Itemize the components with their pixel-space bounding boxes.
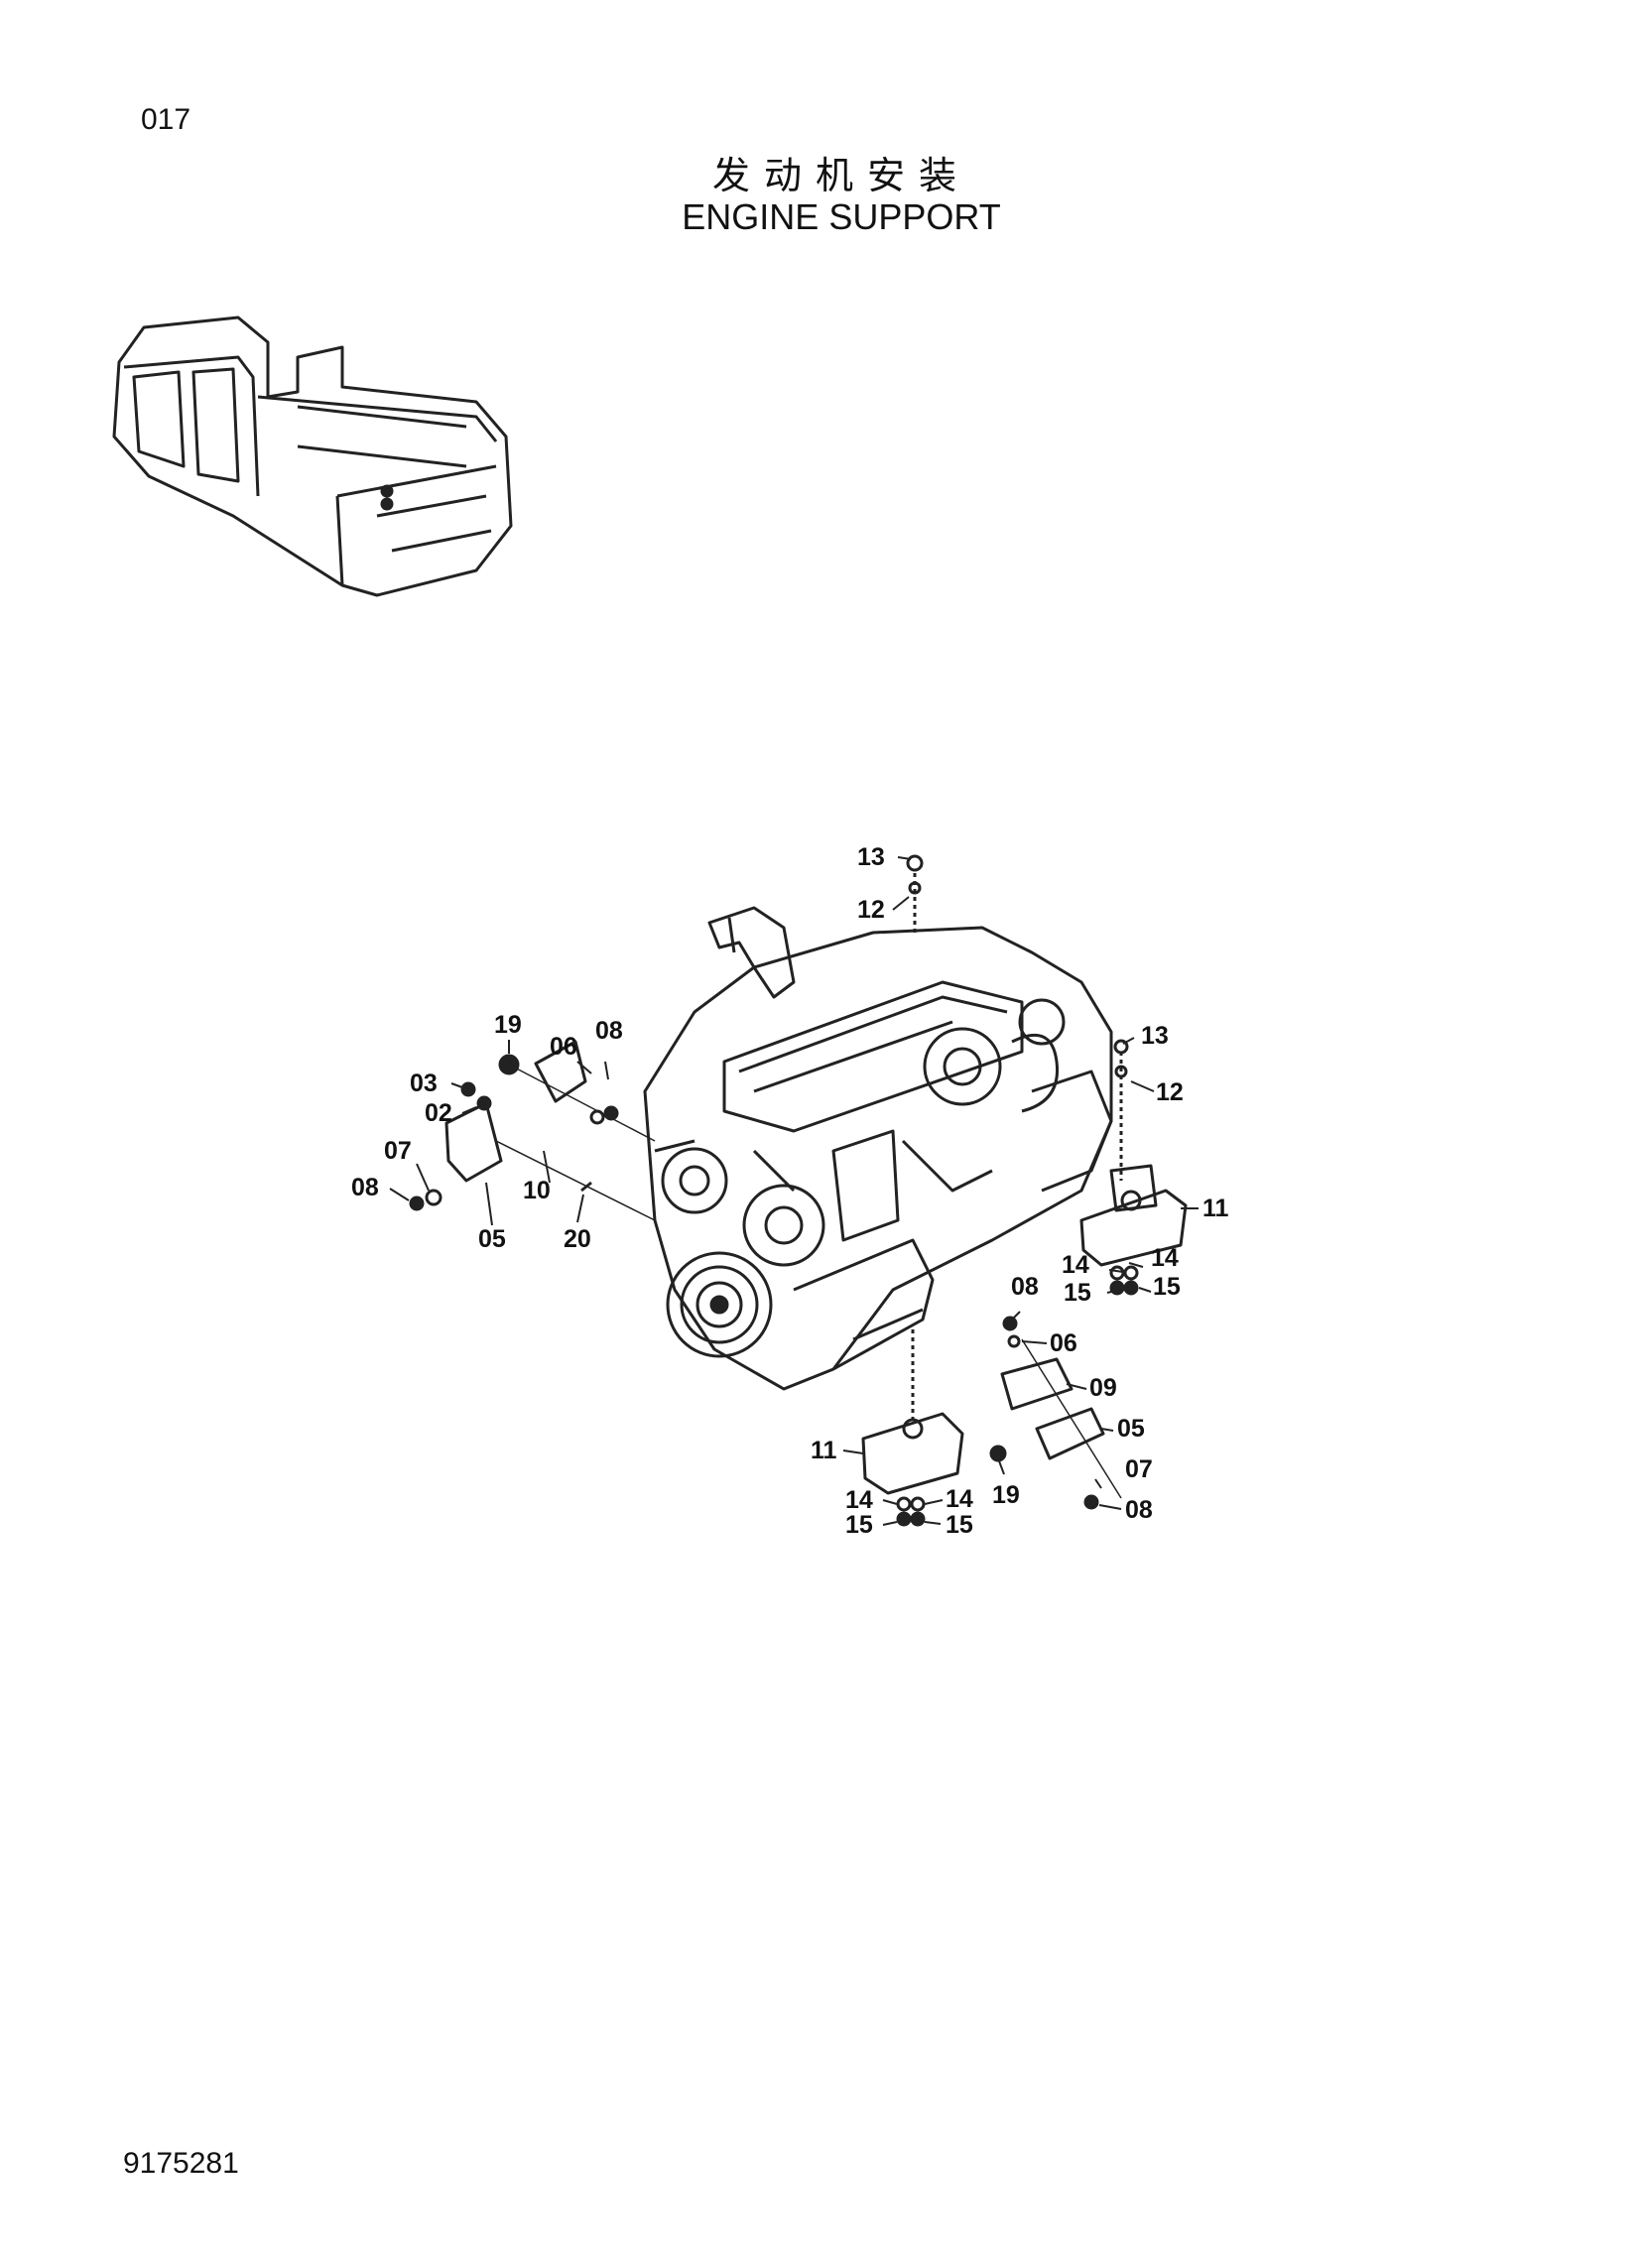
callout-11: 11 [1202, 1195, 1229, 1222]
callout-15: 15 [1153, 1273, 1181, 1301]
callout-20: 20 [564, 1225, 591, 1253]
callout-14: 14 [1062, 1251, 1089, 1279]
callout-05: 05 [478, 1225, 506, 1253]
callout-07: 07 [384, 1137, 412, 1165]
callout-13: 13 [1141, 1022, 1169, 1050]
callout-08: 08 [351, 1174, 379, 1201]
callout-14: 14 [946, 1485, 973, 1513]
callout-10: 10 [523, 1177, 551, 1204]
callout-19: 19 [494, 1011, 522, 1039]
callout-13: 13 [857, 843, 885, 871]
title-english: ENGINE SUPPORT [682, 196, 1001, 237]
document-number: 9175281 [123, 2147, 239, 2180]
callouts [389, 856, 1199, 1526]
callout-19: 19 [992, 1481, 1020, 1509]
callout-14: 14 [845, 1486, 873, 1514]
callout-text: 13 12 19 06 08 03 02 07 08 10 05 20 13 1… [351, 843, 1229, 1539]
title-chinese: 发动机安装 [711, 154, 970, 197]
callout-12: 12 [1156, 1078, 1184, 1106]
callout-08: 08 [1125, 1496, 1153, 1524]
callout-05: 05 [1117, 1415, 1145, 1443]
callout-15: 15 [946, 1511, 973, 1539]
callout-06: 06 [1050, 1329, 1077, 1357]
callout-15: 15 [845, 1511, 873, 1539]
callout-06: 06 [550, 1033, 577, 1061]
callout-07: 07 [1125, 1455, 1153, 1483]
callout-11: 11 [811, 1437, 837, 1464]
callout-08: 08 [1011, 1273, 1039, 1301]
callout-08: 08 [595, 1017, 623, 1045]
engine-assembly-drawing [409, 854, 1188, 1527]
callout-14: 14 [1151, 1244, 1179, 1272]
callout-03: 03 [410, 1070, 438, 1097]
callout-15: 15 [1064, 1279, 1091, 1307]
callout-02: 02 [425, 1099, 452, 1127]
callout-09: 09 [1089, 1374, 1117, 1402]
page-number: 017 [141, 103, 191, 136]
excavator-locator-icon [112, 315, 513, 597]
callout-12: 12 [857, 896, 885, 924]
